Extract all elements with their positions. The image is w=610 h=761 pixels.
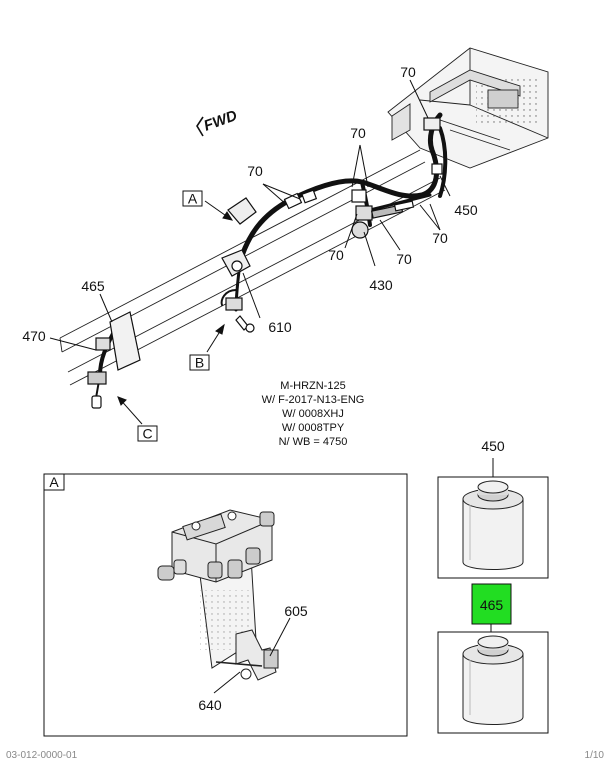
- part-465-highlight: [471, 583, 512, 625]
- part-450-panel: 450: [437, 438, 549, 579]
- footer-right: 1/10: [585, 750, 605, 761]
- main-view: FWD: [22, 47, 549, 448]
- valve-assembly: [157, 509, 279, 681]
- applicability-notes: M-HRZN-125 W/ F-2017-N13-ENG W/ 0008XHJ …: [262, 380, 365, 448]
- part-465-panel: 465: [437, 583, 549, 734]
- note-line: W/ 0008TPY: [282, 422, 345, 434]
- callout-70-top: 70: [400, 64, 416, 80]
- detail-a-tag: A: [49, 474, 59, 490]
- can-450-icon: [462, 480, 524, 570]
- footer-left: 03-012-0000-01: [6, 750, 78, 761]
- note-line: W/ F-2017-N13-ENG: [262, 394, 365, 406]
- fwd-arrow-icon: FWD: [196, 107, 240, 137]
- callout-70-lower: 70: [396, 251, 412, 267]
- callout-70-upper-clip: 70: [350, 125, 366, 141]
- callout-640: 640: [198, 697, 222, 713]
- view-flag-b: B: [189, 354, 210, 371]
- harness-clips: [87, 117, 443, 409]
- note-line: M-HRZN-125: [280, 380, 345, 392]
- view-arrows: [117, 200, 234, 425]
- callout-605: 605: [284, 603, 308, 619]
- svg-text:C: C: [142, 426, 152, 442]
- callout-610: 610: [268, 319, 292, 335]
- note-line: N/ WB = 4750: [279, 436, 348, 448]
- leader-lines: [49, 79, 451, 351]
- note-line: W/ 0008XHJ: [282, 408, 344, 420]
- detail-a-tag-box: [43, 473, 65, 491]
- wire-harness: [95, 112, 448, 399]
- detail-leader-lines: [213, 617, 291, 694]
- view-flag-c: C: [137, 425, 158, 442]
- part-465-label: 465: [480, 597, 504, 613]
- fwd-label: FWD: [202, 107, 240, 135]
- part-450-label: 450: [481, 438, 505, 454]
- callout-450: 450: [454, 202, 478, 218]
- callout-470: 470: [22, 328, 46, 344]
- callout-465: 465: [81, 278, 105, 294]
- svg-text:B: B: [195, 355, 204, 371]
- callout-430: 430: [369, 277, 393, 293]
- view-flag-a: A: [182, 190, 203, 207]
- callout-70-right: 70: [432, 230, 448, 246]
- callout-70-lower-left: 70: [328, 247, 344, 263]
- can-465-icon: [462, 635, 524, 725]
- callout-70-left-clip: 70: [247, 163, 263, 179]
- detail-view-a: A 605: [43, 473, 408, 737]
- svg-text:A: A: [188, 191, 198, 207]
